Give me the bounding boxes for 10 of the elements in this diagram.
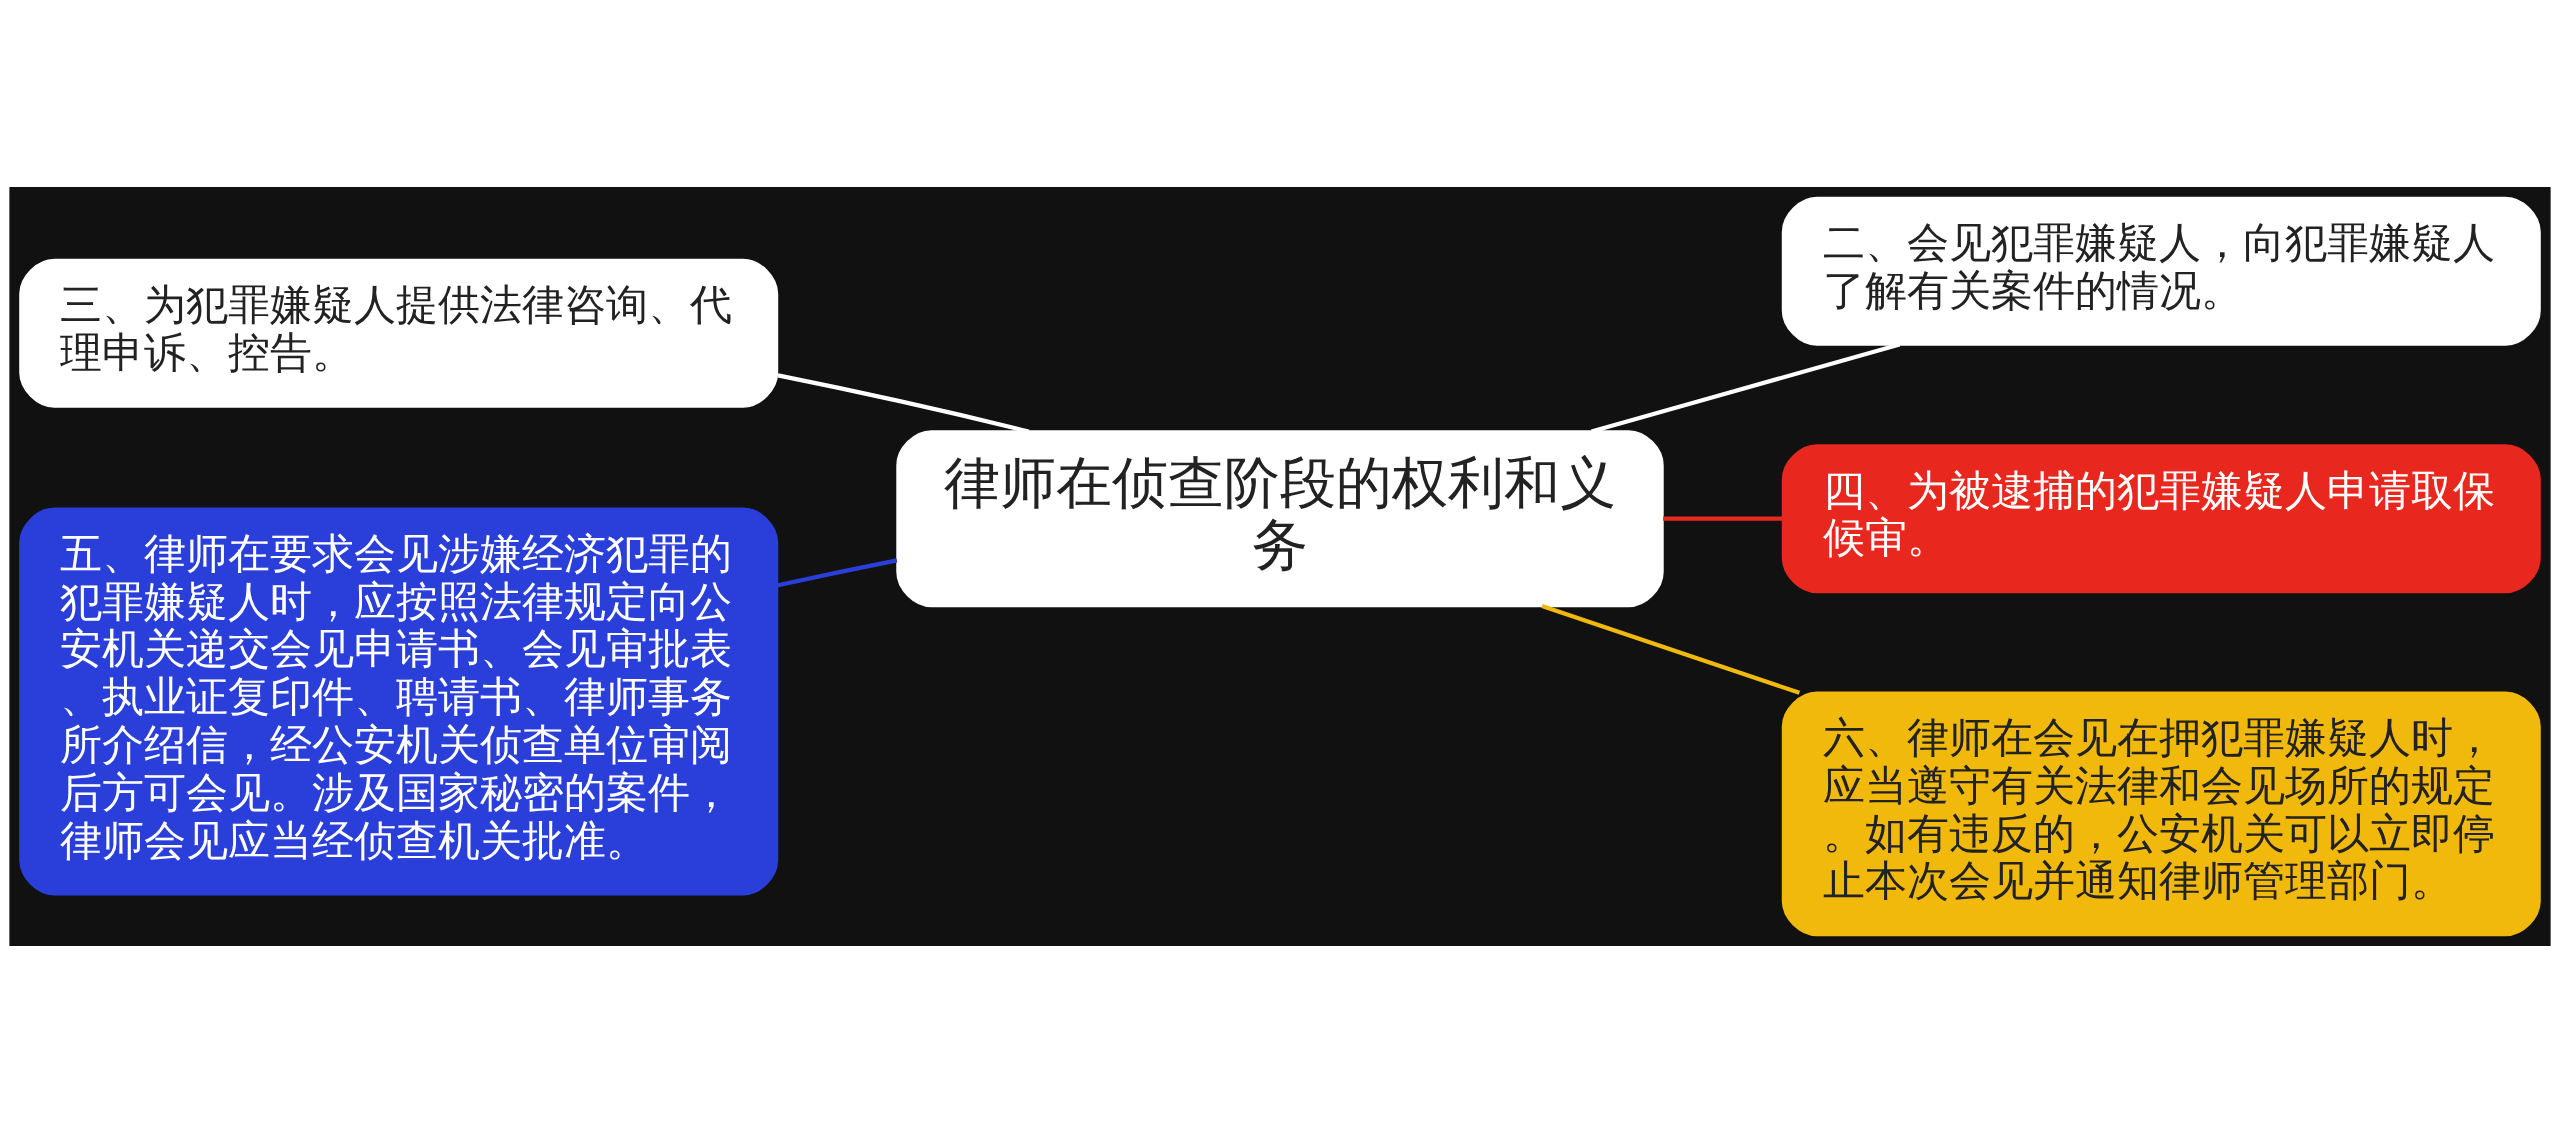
connector bbox=[777, 557, 898, 587]
connector bbox=[1541, 603, 1801, 695]
node-box: 律师在侦查阶段的权利和义务 bbox=[896, 429, 1664, 607]
node-box: 二、会见犯罪嫌疑人，向犯罪嫌疑人了解有关案件的情况。 bbox=[1781, 196, 2541, 346]
node-box: 五、律师在要求会见涉嫌经济犯罪的犯罪嫌疑人时，应按照法律规定向公安机关递交会见申请书、会见审批表、执业证复印件、聘请书、律师事务所介绍信，经公安机关侦查单位审阅后方可会见。涉及国家秘密的案件，律师会见应当经侦查机关批准。 bbox=[19, 506, 779, 895]
node-box: 六、律师在会见在押犯罪嫌疑人时，应当遵守有关法律和会见场所的规定。如有违反的，公安机关可以立即停止本次会见并通知律师管理部门。 bbox=[1781, 691, 2541, 936]
node-box: 三、为犯罪嫌疑人提供法律咨询、代理申诉、控告。 bbox=[19, 258, 779, 408]
connector bbox=[777, 372, 1030, 434]
connector bbox=[1663, 516, 1783, 521]
node-box: 四、为被逮捕的犯罪嫌疑人申请取保候审。 bbox=[1781, 443, 2541, 593]
